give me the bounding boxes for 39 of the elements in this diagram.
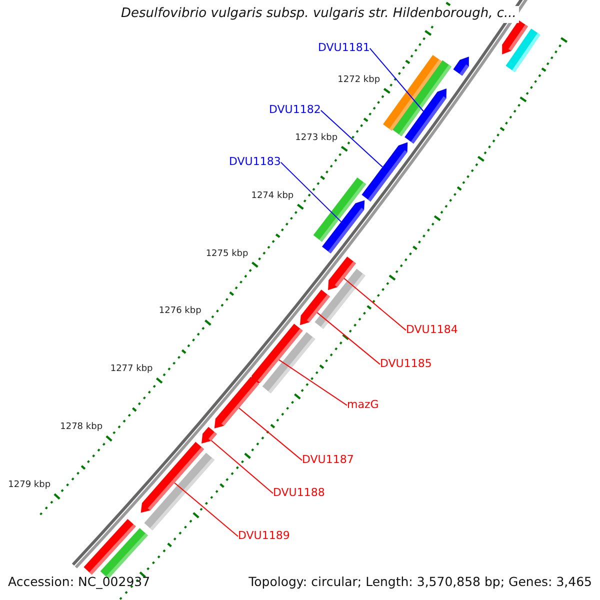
gene-block: [214, 376, 260, 428]
gene-label: DVU1185: [380, 358, 432, 371]
leader-line: [280, 162, 342, 222]
gene-label: mazG: [347, 399, 379, 412]
map-title: Desulfovibrio vulgaris subsp. vulgaris str. Hildenborough, c...: [118, 6, 520, 23]
leader-line: [238, 407, 302, 461]
gene-label: DVU1184: [406, 324, 458, 337]
leader-line: [320, 110, 384, 168]
tick-label: 1272 kbp: [338, 75, 380, 86]
gene-label: DVU1182: [269, 104, 321, 117]
leader-line: [174, 482, 238, 537]
gene-block: [453, 56, 469, 76]
gene-block: [404, 88, 446, 144]
leader-line: [344, 278, 406, 331]
feature-bar: [144, 452, 214, 530]
tick-label: 1274 kbp: [251, 190, 294, 202]
gene-label: DVU1188: [273, 487, 325, 500]
leader-line: [316, 312, 380, 365]
leader-line: [210, 440, 274, 494]
feature-bar: [262, 332, 316, 394]
accession-label: Accession: NC_002937: [8, 575, 150, 590]
gene-block: [362, 142, 408, 202]
tick-label: 1277 kbp: [110, 364, 153, 375]
gene-label: DVU1189: [238, 530, 290, 543]
tick-label: 1275 kbp: [206, 248, 248, 259]
gene-block: [202, 426, 217, 444]
gene-block: [300, 290, 330, 326]
leader-line: [278, 359, 348, 406]
tick-label: 1279 kbp: [8, 480, 51, 490]
gene-block: [322, 200, 365, 254]
gene-label: DVU1187: [302, 454, 354, 467]
leader-line: [369, 48, 424, 112]
tick-label: 1278 kbp: [60, 422, 103, 433]
gene-label: DVU1181: [318, 42, 370, 55]
feature-bar: [506, 28, 540, 72]
genome-info: Topology: circular; Length: 3,570,858 bp; Genes: 3,465: [248, 575, 592, 590]
tick-label: 1273 kbp: [295, 132, 338, 144]
tick-label: 1276 kbp: [158, 306, 202, 317]
gene-label: DVU1183: [229, 156, 281, 169]
